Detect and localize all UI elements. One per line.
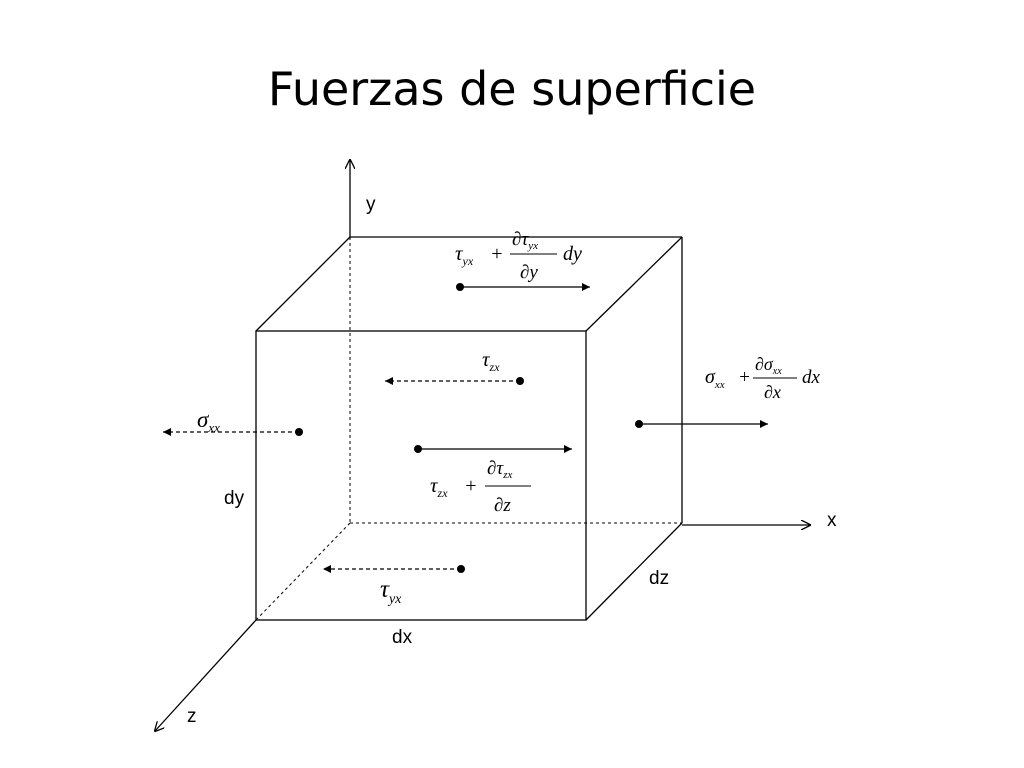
svg-text:dx: dx <box>802 367 821 388</box>
arrow-sigma-xx-right <box>635 420 768 428</box>
z-axis-label: z <box>187 706 197 727</box>
svg-text:τzx: τzx <box>430 473 448 500</box>
svg-text:+: + <box>738 367 751 388</box>
svg-text:∂y: ∂y <box>520 262 538 283</box>
arrow-tau-yx-top <box>456 283 590 291</box>
formula-tau-zx-front: τzx + ∂τzx ∂z <box>430 458 531 516</box>
svg-text:∂σxx: ∂σxx <box>755 354 782 377</box>
svg-text:∂x: ∂x <box>764 382 781 402</box>
formula-tau-yx-top: τyx + ∂τyx ∂y dy <box>455 229 582 283</box>
formula-tau-yx-bottom: τyx <box>380 576 402 607</box>
svg-text:+: + <box>464 475 478 497</box>
svg-text:σxx: σxx <box>705 366 725 391</box>
cube-edges <box>255 236 683 621</box>
arrow-tau-yx-bottom <box>323 565 465 573</box>
dz-label: dz <box>649 568 669 589</box>
dx-label: dx <box>392 627 413 648</box>
svg-text:∂τyx: ∂τyx <box>512 229 538 252</box>
slide-title: Fuerzas de superficie <box>267 62 757 116</box>
z-axis <box>155 619 257 731</box>
dy-label: dy <box>224 488 245 509</box>
arrow-sigma-xx-left <box>163 428 303 436</box>
formula-tau-zx-back: τzx <box>482 347 500 374</box>
cube-hidden-edges <box>255 237 682 621</box>
formula-sigma-xx-right: σxx + ∂σxx ∂x dx <box>705 354 821 402</box>
y-axis-label: y <box>366 194 376 215</box>
svg-text:∂z: ∂z <box>494 495 511 516</box>
svg-text:dy: dy <box>563 243 582 265</box>
svg-text:σxx: σxx <box>197 407 220 435</box>
arrow-tau-zx-back <box>385 377 524 385</box>
arrow-tau-zx-front <box>414 445 572 453</box>
svg-text:∂τzx: ∂τzx <box>487 458 512 481</box>
svg-text:τzx: τzx <box>482 347 500 374</box>
formula-sigma-xx-left: σxx <box>197 407 220 435</box>
svg-text:τyx: τyx <box>455 241 474 268</box>
svg-text:+: + <box>490 243 504 265</box>
x-axis-label: x <box>827 510 837 531</box>
svg-text:τyx: τyx <box>380 576 402 607</box>
